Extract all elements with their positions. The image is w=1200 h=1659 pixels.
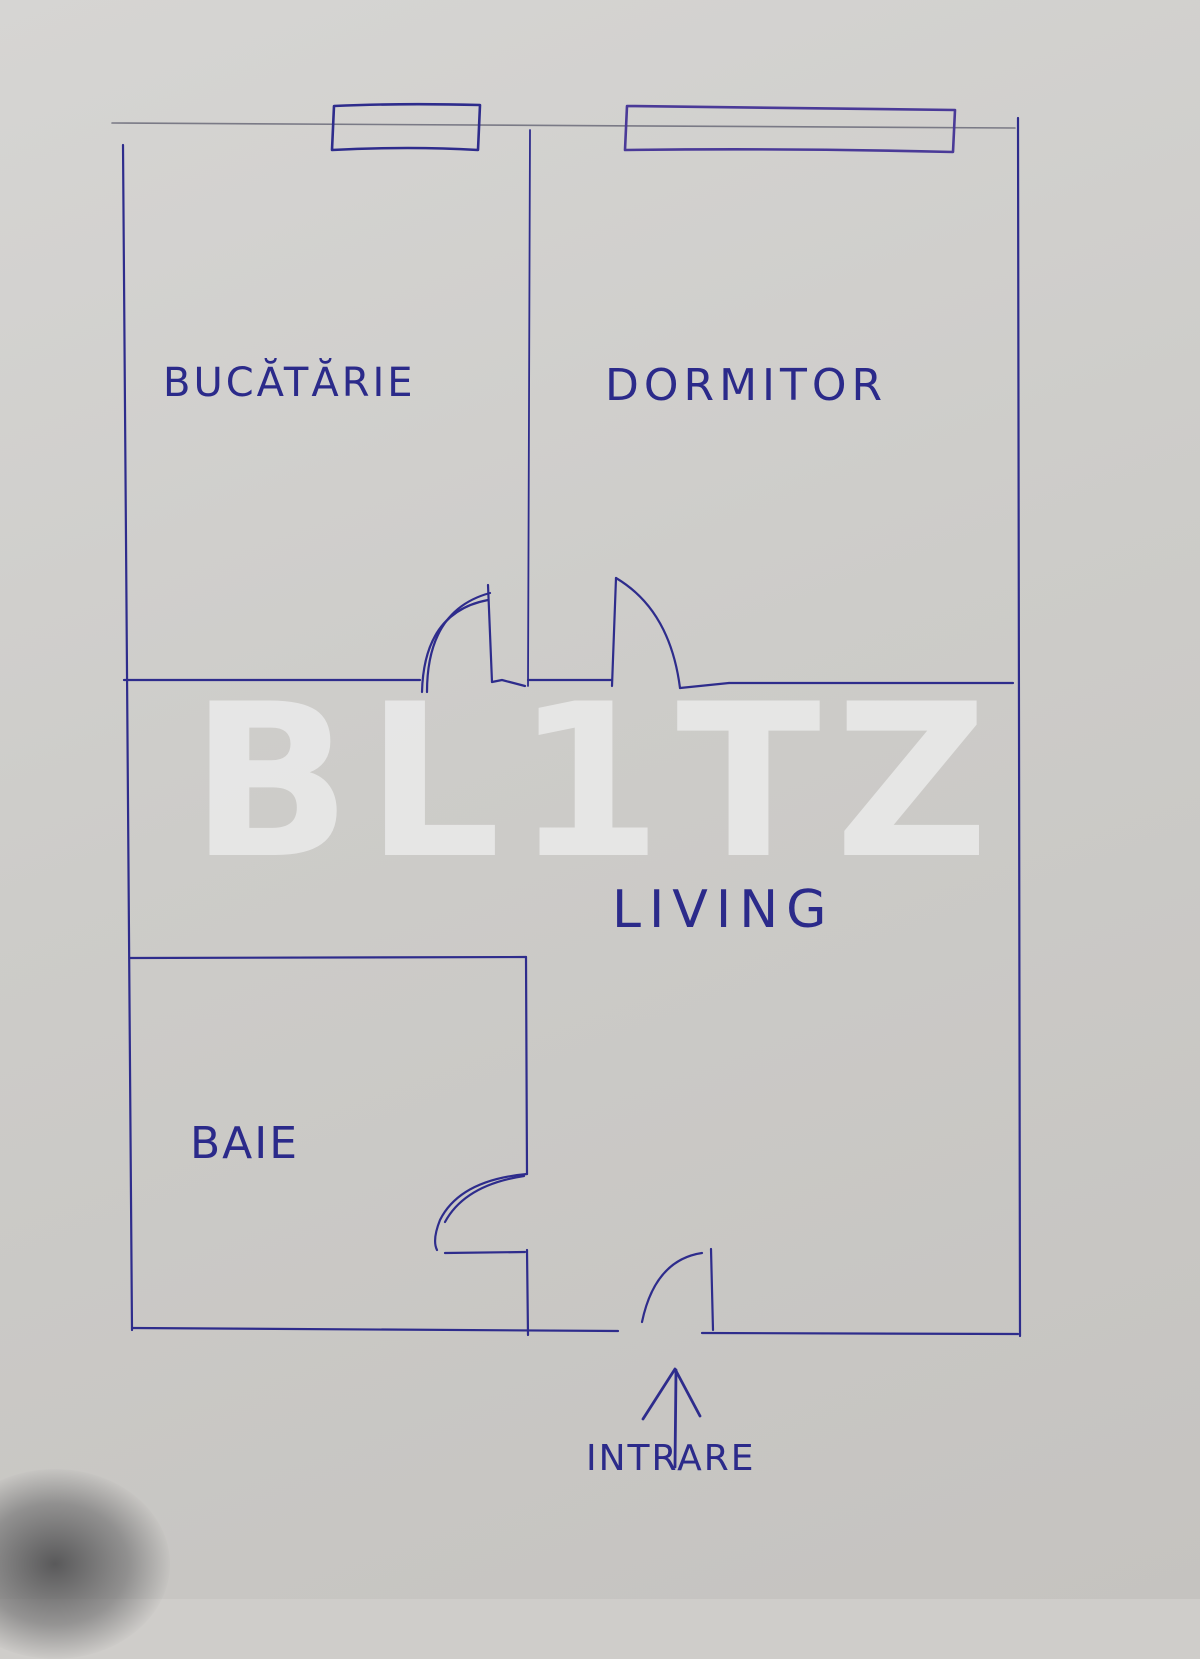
bathroom-door bbox=[433, 1172, 529, 1255]
room-label-kitchen: BUCĂTĂRIE bbox=[163, 360, 416, 406]
room-label-bathroom: BAIE bbox=[190, 1118, 300, 1169]
kitchen-window bbox=[330, 102, 482, 152]
bedroom-window bbox=[623, 104, 957, 154]
entrance-label: INTRARE bbox=[586, 1438, 756, 1479]
room-label-bedroom: DORMITOR bbox=[605, 360, 888, 411]
floor-plan-drawing bbox=[111, 102, 1022, 1469]
room-label-living: LIVING bbox=[612, 880, 835, 940]
top-guide-line bbox=[111, 122, 1016, 129]
arrow-up-icon bbox=[641, 1367, 702, 1469]
inner-walls bbox=[122, 129, 1015, 1337]
kitchen-door bbox=[420, 583, 527, 694]
watermark-logo: BL1TZ bbox=[190, 658, 1003, 905]
outer-walls bbox=[121, 116, 1022, 1338]
bedroom-door bbox=[610, 576, 731, 690]
entrance-door bbox=[640, 1247, 715, 1332]
